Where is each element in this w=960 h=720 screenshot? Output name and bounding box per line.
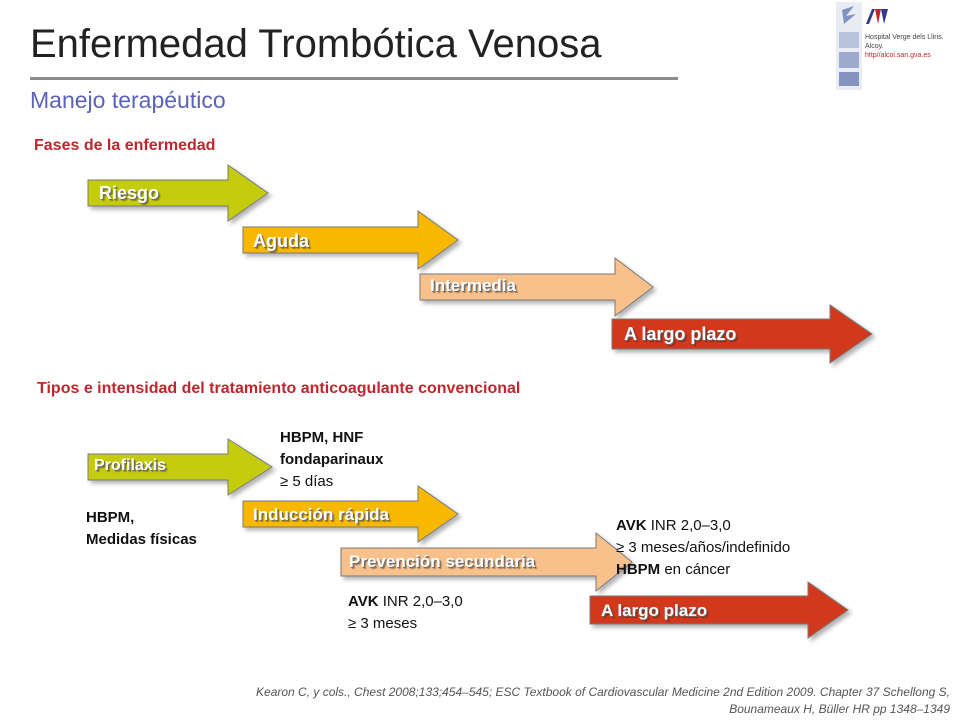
treatment-label-prevencion: Prevención secundaria xyxy=(349,552,536,571)
long-term-inr: INR 2,0–3,0 xyxy=(646,517,731,534)
prophylaxis-note-line: Medidas físicas xyxy=(86,531,197,548)
hospital-url: http//alcoi.san.gva.es xyxy=(865,52,931,59)
phase-label-intermedia: Intermedia xyxy=(430,276,516,295)
induction-note-line: fondaparinaux xyxy=(280,451,384,468)
induction-note-line: ≥ 5 días xyxy=(280,473,334,490)
long-term-cancer-agent: HBPM xyxy=(616,561,661,578)
long-term-note: AVK INR 2,0–3,0 ≥ 3 meses/años/indefinid… xyxy=(616,515,790,581)
secondary-duration: ≥ 3 meses xyxy=(348,615,418,632)
secondary-note-line: AVK INR 2,0–3,0 xyxy=(348,591,463,613)
phase-arrow-3 xyxy=(419,256,654,318)
hospital-caption: Hospital Verge dels Lliris. Alcoy. http/… xyxy=(865,33,944,60)
treatment-label-largo-plazo: A largo plazo xyxy=(601,601,708,620)
hospital-city: Alcoy. xyxy=(865,43,884,50)
treatment-label-profilaxis: Profilaxis xyxy=(94,457,167,474)
secondary-inr: INR 2,0–3,0 xyxy=(378,593,463,610)
long-term-duration: ≥ 3 meses/años/indefinido xyxy=(616,539,791,556)
treatment-arrow-3 xyxy=(340,531,633,593)
induction-note: HBPM, HNF fondaparinaux ≥ 5 días xyxy=(280,427,383,493)
page-subtitle: Manejo terapéutico xyxy=(30,87,226,113)
treatment-arrow-2 xyxy=(242,485,459,543)
hospital-logo-icon xyxy=(836,2,862,90)
treatments-heading: Tipos e intensidad del tratamiento antic… xyxy=(37,380,521,397)
phase-arrow-1 xyxy=(87,164,269,222)
page-title: Enfermedad Trombótica Venosa xyxy=(30,22,602,66)
treatment-arrow-4 xyxy=(589,581,849,639)
phase-label-riesgo: Riesgo xyxy=(99,183,160,203)
phase-arrow-2 xyxy=(242,210,459,270)
prophylaxis-note-line: HBPM, xyxy=(86,509,135,526)
phase-label-aguda: Aguda xyxy=(253,231,309,251)
long-term-note-line: AVK INR 2,0–3,0 xyxy=(616,515,790,537)
citation-line: Bounameaux H, Büller HR pp 1348–1349 xyxy=(729,702,950,716)
citation-line: Kearon C, y cols., Chest 2008;133;454–54… xyxy=(256,685,950,699)
gva-logo-icon xyxy=(866,9,888,24)
long-term-cancer-text: en cáncer xyxy=(660,561,731,578)
secondary-agent: AVK xyxy=(348,593,379,610)
phases-heading: Fases de la enfermedad xyxy=(34,137,216,154)
treatment-arrow-1 xyxy=(87,438,273,496)
long-term-note-line: HBPM en cáncer xyxy=(616,559,790,581)
treatment-label-induccion: Inducción rápida xyxy=(253,505,390,524)
title-divider xyxy=(30,77,678,80)
hospital-name: Hospital Verge dels Lliris. xyxy=(865,34,944,41)
prophylaxis-note: HBPM, Medidas físicas xyxy=(86,507,197,551)
induction-note-line: HBPM, HNF xyxy=(280,429,364,446)
secondary-prevention-note: AVK INR 2,0–3,0 ≥ 3 meses xyxy=(348,591,463,635)
citation: Kearon C, y cols., Chest 2008;133;454–54… xyxy=(256,684,950,718)
phase-arrow-4 xyxy=(611,304,873,364)
long-term-agent: AVK xyxy=(616,517,647,534)
phase-label-largo-plazo: A largo plazo xyxy=(624,324,737,344)
